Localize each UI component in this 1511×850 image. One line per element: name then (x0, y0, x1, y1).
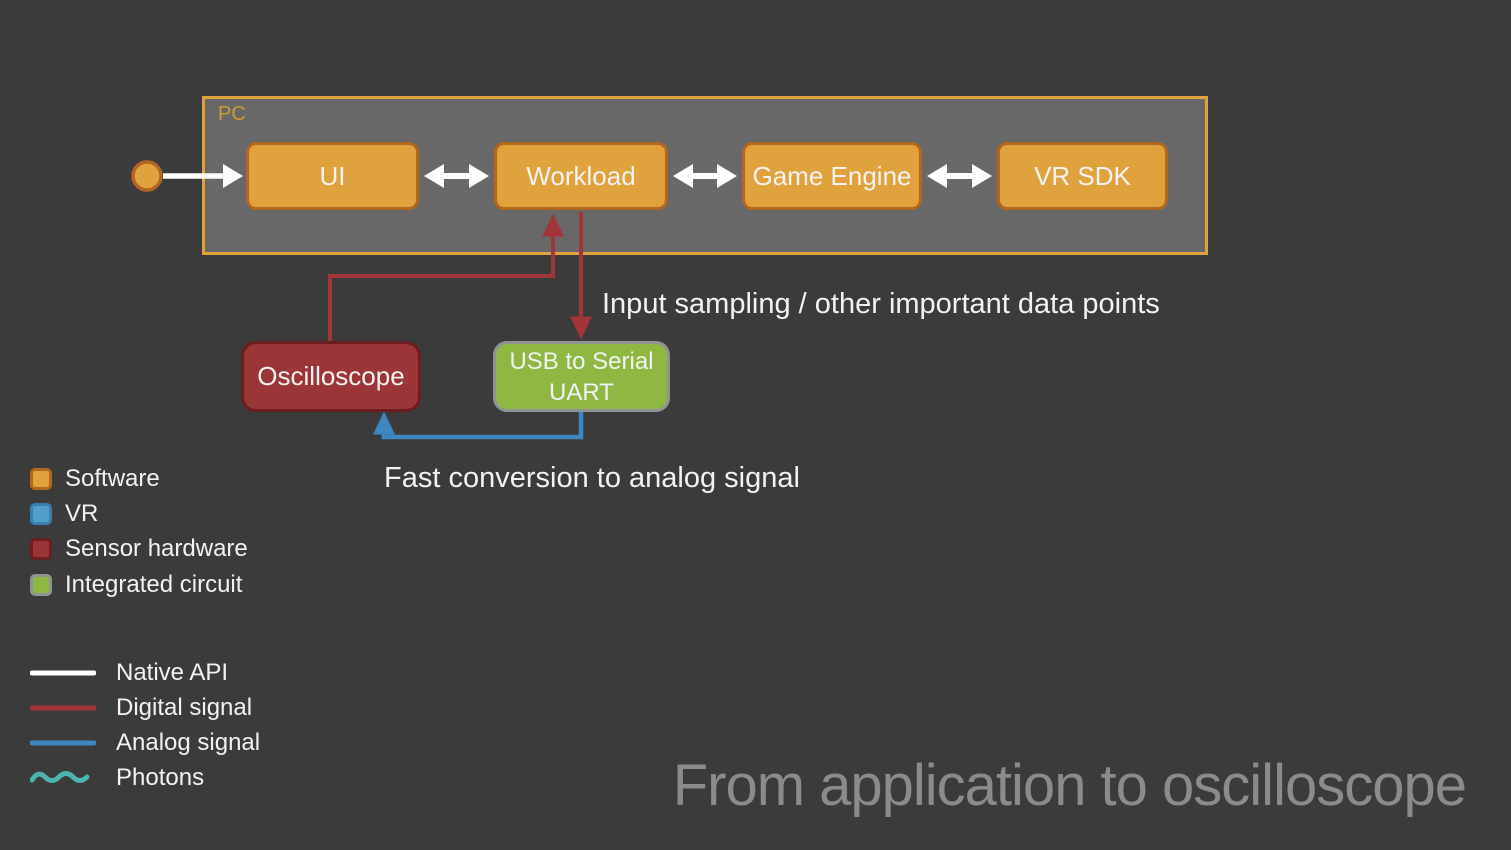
analog-signal-path-usb-to-oscilloscope (373, 411, 584, 440)
usb-label-line2: UART (549, 378, 614, 406)
legend-item-sensor-hardware: Sensor hardware (30, 535, 248, 563)
legend-label: Digital signal (116, 694, 253, 721)
integrated-circuit-swatch-icon (30, 574, 52, 596)
legend-label: VR (65, 500, 99, 527)
annotation-fast-conversion: Fast conversion to analog signal (384, 462, 800, 494)
legend-item-software: Software (30, 465, 160, 493)
legend-label: Native API (116, 659, 229, 686)
legend-item-integrated-circuit: Integrated circuit (30, 571, 242, 599)
legend-label: Software (65, 465, 160, 492)
analog-signal-line-icon (30, 740, 96, 746)
legend-label: Analog signal (116, 729, 261, 756)
annotation-input-sampling: Input sampling / other important data po… (602, 288, 1160, 320)
legend-item-analog-signal: Analog signal (30, 729, 260, 757)
legend-label: Photons (116, 764, 205, 791)
software-swatch-icon (30, 468, 52, 490)
start-node-circle (131, 160, 163, 192)
legend-label: Sensor hardware (65, 535, 248, 562)
pc-label: PC (218, 103, 246, 125)
vr-swatch-icon (30, 503, 52, 525)
legend-item-vr: VR (30, 500, 98, 528)
sensor-hardware-swatch-icon (30, 538, 52, 560)
node-game-engine: Game Engine (742, 142, 922, 210)
digital-signal-line-icon (30, 705, 96, 711)
legend-label: Integrated circuit (65, 571, 243, 598)
legend-item-digital-signal: Digital signal (30, 694, 252, 722)
node-usb-to-serial-uart: USB to Serial UART (493, 341, 670, 412)
legend-item-photons: Photons (30, 764, 204, 792)
node-oscilloscope: Oscilloscope (241, 341, 421, 412)
photons-wavy-line-icon (30, 771, 90, 783)
node-workload: Workload (494, 142, 668, 210)
slide-title: From application to oscilloscope (672, 753, 1467, 818)
usb-label-line1: USB to Serial (509, 347, 654, 375)
node-vr-sdk: VR SDK (997, 142, 1168, 210)
native-api-line-icon (30, 670, 96, 676)
node-ui: UI (246, 142, 419, 210)
legend-item-native-api: Native API (30, 659, 228, 687)
